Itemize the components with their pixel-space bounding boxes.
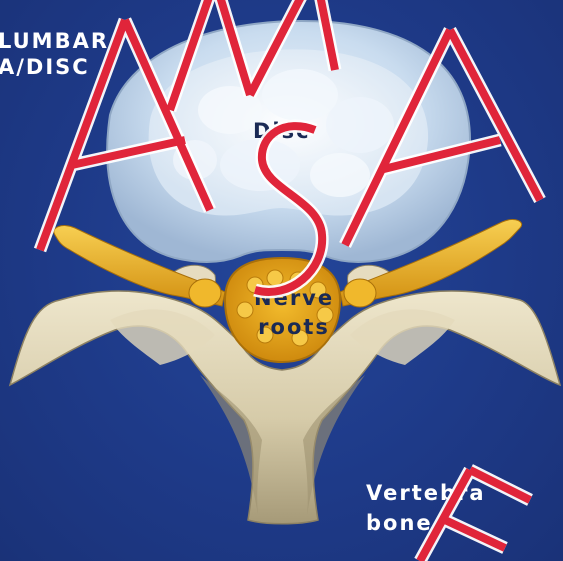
- nerve-roots-label: Nerve roots: [254, 284, 334, 342]
- nerve-label-line-1: Nerve: [254, 284, 334, 313]
- bone-label-line-1: Vertebra: [366, 478, 486, 508]
- nerve-label-line-2: roots: [254, 313, 334, 342]
- figure-title: LUMBAR A/DISC: [0, 28, 109, 80]
- title-line-2: A/DISC: [0, 54, 109, 80]
- disc-label: Disc: [253, 118, 311, 144]
- vertebra-bone-label: Vertebra bone: [366, 478, 486, 538]
- bone-label-line-2: bone: [366, 508, 486, 538]
- title-line-1: LUMBAR: [0, 28, 109, 54]
